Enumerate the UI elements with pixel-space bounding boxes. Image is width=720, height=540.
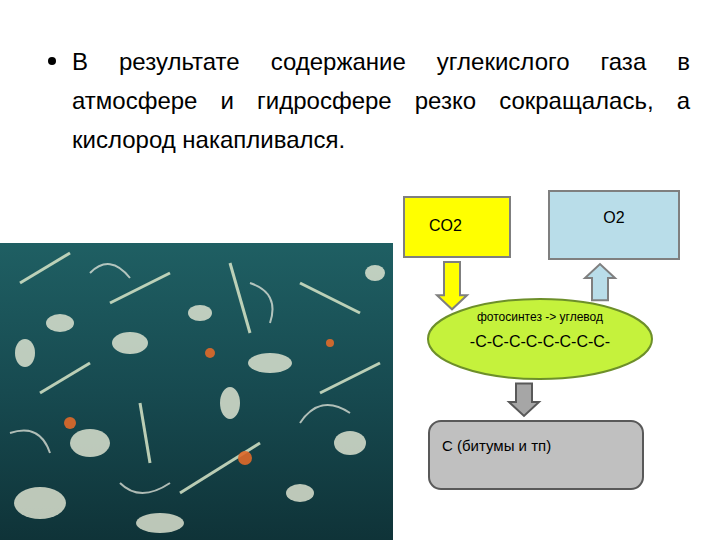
carbon-box: С (битумы и тп) [428,420,644,490]
node-text: -C-C-C-C-C-C-C-C- [433,332,647,353]
co2-box: CO2 [403,196,511,258]
node-outline [428,420,644,490]
o2-box: O2 [548,190,680,260]
plankton-photo [0,243,393,540]
photosynthesis-ellipse: фотосинтез -> углевод -C-C-C-C-C-C-C-C- [427,298,653,380]
block-arrow [437,262,467,309]
node-text: CO2 [429,216,501,237]
block-arrow [585,264,615,300]
node-text: O2 [554,208,674,229]
node-text: фотосинтез -> углевод [433,310,647,326]
bullet-text: В результате содержание углекислого газа… [72,42,690,159]
block-arrow [509,384,539,416]
bullet-dot [48,57,56,65]
node-text: С (битумы и тп) [442,436,636,456]
